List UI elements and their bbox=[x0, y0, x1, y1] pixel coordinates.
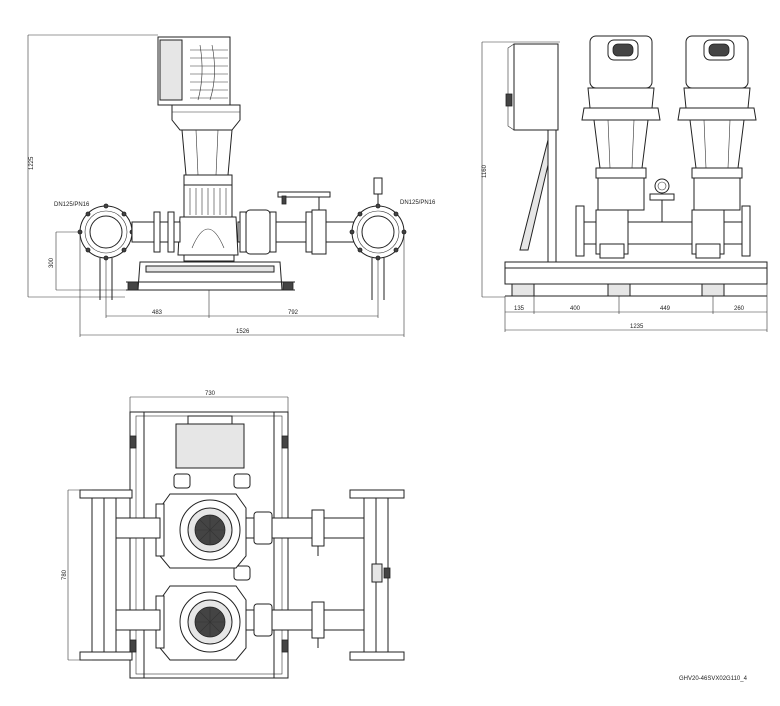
side-view: 1160 xylem xylem bbox=[481, 35, 768, 332]
front-overall-width-dim: 1526 bbox=[236, 329, 250, 335]
side-overall-depth-dim: 1235 bbox=[630, 324, 644, 330]
flange-right-label: DN125/PN16 bbox=[400, 200, 436, 206]
flange-left-label: DN125/PN16 bbox=[54, 202, 90, 208]
front-view: 1225 bbox=[27, 34, 436, 337]
front-height-dim: 1225 bbox=[29, 156, 35, 170]
front-base-height-dim: 300 bbox=[49, 257, 55, 268]
front-dim-a: 483 bbox=[152, 310, 163, 316]
top-view: 730 bbox=[62, 391, 405, 679]
top-width-dim: 730 bbox=[205, 391, 216, 397]
front-dim-b: 792 bbox=[288, 310, 299, 316]
side-dim-1: 135 bbox=[514, 306, 525, 312]
side-dim-3: 449 bbox=[660, 306, 671, 312]
drawing-code: GHV20-46SVX02G110_4 bbox=[679, 676, 747, 682]
top-spacing-dim: 780 bbox=[62, 569, 68, 580]
side-dim-2: 400 bbox=[570, 306, 581, 312]
side-height-dim: 1160 bbox=[482, 164, 488, 178]
side-dim-4: 260 bbox=[734, 306, 745, 312]
